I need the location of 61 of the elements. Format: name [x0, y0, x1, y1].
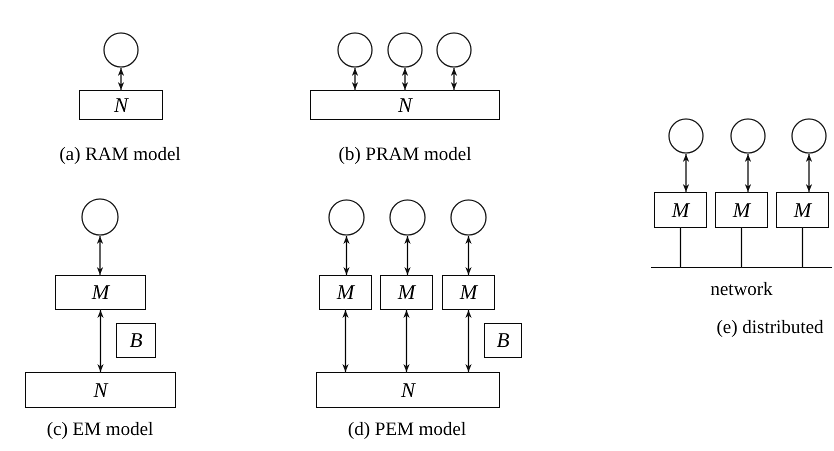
memory-box	[715, 192, 768, 228]
processor-circle	[103, 32, 139, 68]
double-arrow	[352, 68, 358, 90]
memory-box	[25, 372, 176, 408]
memory-label: N	[398, 94, 412, 116]
connector-line	[680, 228, 682, 267]
figure-caption: (d) PEM model	[348, 420, 466, 439]
memory-box	[442, 275, 495, 310]
figure-caption: (c) EM model	[46, 420, 154, 439]
memory-box	[55, 275, 146, 310]
memory-label: M	[794, 200, 812, 220]
memory-box	[116, 323, 156, 358]
memory-box	[316, 372, 500, 408]
processor-circle	[791, 118, 827, 154]
memory-label: B	[496, 330, 510, 351]
memory-label: N	[400, 380, 415, 400]
network-label: network	[710, 280, 773, 299]
memory-label: M	[460, 282, 478, 303]
memory-box	[484, 323, 522, 358]
double-arrow	[403, 310, 410, 372]
processor-circle	[389, 199, 426, 236]
double-arrow	[450, 68, 458, 90]
double-arrow	[118, 68, 124, 90]
memory-label: M	[336, 282, 354, 303]
memory-label: M	[398, 282, 416, 303]
double-arrow	[343, 236, 350, 275]
connector-line	[740, 228, 742, 267]
connector-line	[802, 228, 804, 267]
memory-box	[380, 275, 433, 310]
processor-circle	[387, 32, 423, 68]
double-arrow	[342, 310, 349, 372]
memory-label: N	[114, 94, 128, 116]
memory-box	[319, 275, 372, 310]
figure-caption: (b) PRAM model	[338, 145, 472, 164]
memory-box	[776, 192, 829, 228]
processor-circle	[450, 199, 487, 236]
double-arrow	[97, 310, 104, 372]
double-arrow	[404, 236, 411, 275]
processor-circle	[668, 118, 704, 154]
processor-circle	[337, 32, 373, 68]
memory-label: N	[93, 380, 108, 400]
double-arrow	[465, 310, 472, 372]
processor-circle	[328, 199, 365, 236]
memory-label: B	[130, 330, 142, 351]
processor-circle	[436, 32, 472, 68]
double-arrow	[682, 154, 690, 192]
memory-label: M	[92, 282, 110, 303]
processor-circle	[730, 118, 766, 154]
figure-caption: (e) distributed	[716, 318, 824, 337]
memory-box	[79, 90, 163, 120]
double-arrow	[806, 154, 812, 192]
memory-label: M	[672, 200, 690, 220]
double-arrow	[465, 236, 472, 275]
processor-circle	[81, 198, 119, 236]
double-arrow	[744, 154, 752, 192]
memory-box	[654, 192, 707, 228]
double-arrow	[402, 68, 408, 90]
memory-label: M	[732, 200, 750, 220]
double-arrow	[96, 236, 104, 275]
memory-box	[310, 90, 500, 120]
figure-caption: (a) RAM model	[59, 145, 181, 164]
